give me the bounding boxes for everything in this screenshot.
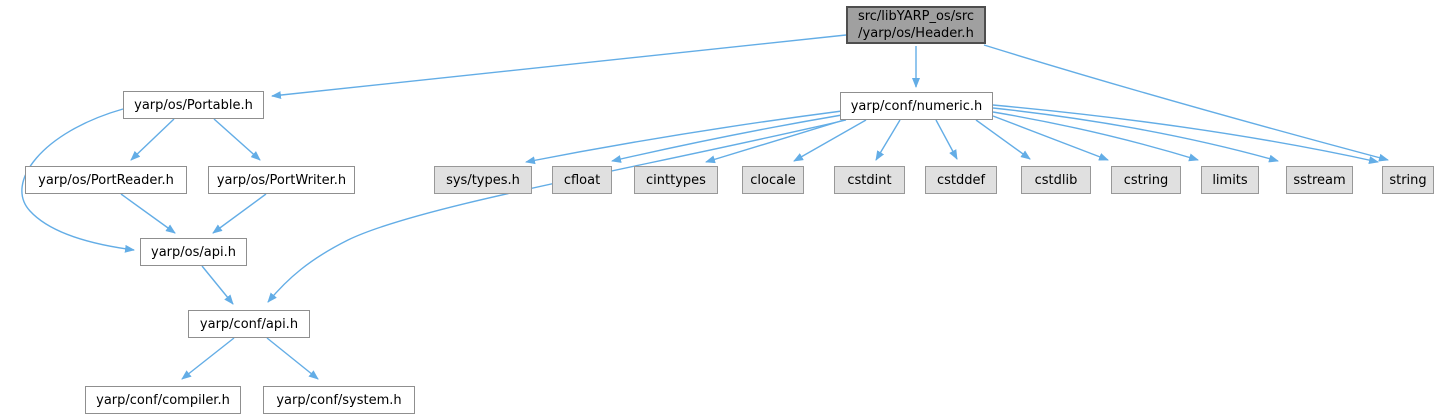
- node-src-libyarp-os-src-yarp-os-header-h: src/libYARP_os/src /yarp/os/Header.h: [846, 6, 986, 44]
- edge-header-to-portable: [271, 34, 847, 100]
- node-cfloat: cfloat: [552, 166, 612, 194]
- node-cstdlib: cstdlib: [1021, 166, 1091, 194]
- edge-numeric-to-confapi: [267, 119, 847, 303]
- edge-numeric-to-sstream: [992, 107, 1279, 163]
- node-string: string: [1382, 166, 1434, 194]
- edge-numeric-to-clocale: [793, 119, 867, 162]
- edge-portreader-to-osapi: [120, 193, 176, 234]
- edge-numeric-to-limits: [992, 111, 1199, 162]
- edge-header-to-string: [983, 44, 1389, 162]
- node-yarp-conf-numeric-h[interactable]: yarp/conf/numeric.h: [840, 92, 993, 120]
- edge-confapi-to-system: [266, 337, 319, 380]
- node-yarp-os-portwriter-h[interactable]: yarp/os/PortWriter.h: [208, 166, 355, 194]
- edge-portable-to-portwriter: [213, 118, 261, 161]
- edge-numeric-to-cstring: [992, 115, 1109, 161]
- edge-numeric-to-cstdlib: [975, 119, 1031, 160]
- edge-osapi-to-confapi: [201, 265, 234, 305]
- node-sys-types-h: sys/types.h: [434, 166, 532, 194]
- node-yarp-os-portreader-h[interactable]: yarp/os/PortReader.h: [25, 166, 187, 194]
- edge-numeric-to-cstdint: [875, 119, 901, 161]
- node-yarp-conf-system-h[interactable]: yarp/conf/system.h: [263, 386, 415, 414]
- node-yarp-conf-compiler-h[interactable]: yarp/conf/compiler.h: [85, 386, 241, 414]
- edge-confapi-to-compiler: [181, 337, 235, 380]
- node-yarp-os-api-h[interactable]: yarp/os/api.h: [140, 238, 247, 266]
- edge-portable-to-osapi: [21, 108, 135, 253]
- edge-numeric-to-systypes: [525, 110, 843, 165]
- edge-numeric-to-string: [992, 104, 1379, 164]
- edge-numeric-to-cfloat: [611, 114, 843, 163]
- node-limits: limits: [1201, 166, 1259, 194]
- edge-portwriter-to-osapi: [212, 193, 267, 234]
- node-yarp-os-portable-h[interactable]: yarp/os/Portable.h: [123, 91, 264, 119]
- node-sstream: sstream: [1286, 166, 1353, 194]
- node-cinttypes: cinttypes: [634, 166, 718, 194]
- node-cstring: cstring: [1111, 166, 1181, 194]
- node-yarp-conf-api-h[interactable]: yarp/conf/api.h: [188, 310, 310, 338]
- edge-numeric-to-cstddef: [935, 119, 958, 160]
- node-cstdint: cstdint: [834, 166, 905, 194]
- edge-numeric-to-cinttypes: [705, 119, 845, 164]
- edge-portable-to-portreader: [130, 118, 175, 161]
- node-cstddef: cstddef: [925, 166, 997, 194]
- node-clocale: clocale: [742, 166, 804, 194]
